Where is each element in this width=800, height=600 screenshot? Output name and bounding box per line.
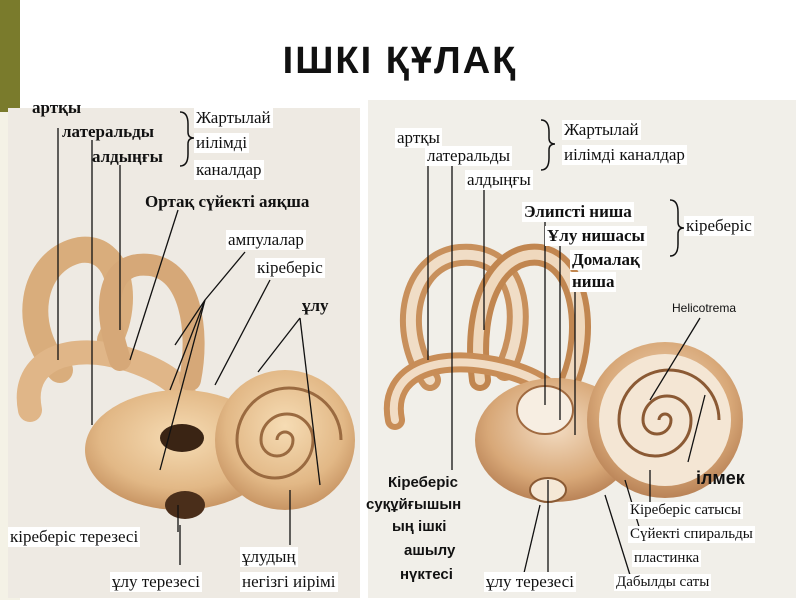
right-label-canals-2: иілімді каналдар <box>562 145 687 165</box>
right-label-hook: ілмек <box>696 468 745 488</box>
right-label-round-window: ұлу терезесі <box>484 572 576 592</box>
right-label-spherical-recess-2: ниша <box>570 272 617 292</box>
left-label-cochlea: ұлу <box>302 296 329 315</box>
left-oval-window <box>160 424 204 452</box>
right-label-spiral-lamina-2: пластинка <box>632 550 702 568</box>
left-label-cochlea-base-1: ұлудың <box>240 547 298 567</box>
right-label-cochlear-recess: Ұлу нишасы <box>545 226 647 246</box>
left-cochlea-spiral <box>235 386 343 480</box>
left-label-canals-1: Жартылай <box>194 108 273 128</box>
left-label-cochlea-base-2: негізгі иірімі <box>240 572 338 592</box>
left-label-ampullae: ампулалар <box>226 230 306 250</box>
slide-title: ІШКІ ҚҰЛАҚ <box>282 40 518 82</box>
right-label-spiral-lamina-1: Сүйекті спиральды <box>628 526 755 544</box>
right-label-vestibule: кіреберіс <box>684 216 754 236</box>
right-label-aqueduct-2: суқұйғышын <box>366 496 462 513</box>
right-label-scala-tympani: Дабылды саты <box>614 574 712 592</box>
right-label-aqueduct-1: Кіреберіс <box>388 474 458 491</box>
left-anterior-canal <box>99 253 205 391</box>
left-round-window <box>165 491 205 519</box>
left-label-common-crus: Ортақ сүйекті аяқша <box>145 192 310 211</box>
right-pointer-lines <box>427 150 706 591</box>
right-cochlea-spiral <box>617 368 721 458</box>
right-label-anterior: алдыңғы <box>465 170 533 190</box>
left-pointer-lines <box>57 128 321 565</box>
right-label-canals-1: Жартылай <box>562 120 641 140</box>
left-label-posterior: артқы <box>32 98 82 117</box>
right-label-spherical-recess-1: Домалақ <box>570 250 642 270</box>
right-label-aqueduct-4: ашылу <box>404 542 456 559</box>
left-label-canals-2: иілімді <box>194 133 250 153</box>
right-label-aqueduct-5: нүктесі <box>400 566 453 583</box>
sidebar-accent-bar <box>0 0 20 112</box>
right-label-posterior: артқы <box>395 128 442 148</box>
left-label-canals-3: каналдар <box>194 160 264 180</box>
left-label-oval-window: кіреберіс терезесі <box>8 527 141 547</box>
left-label-lateral: латеральды <box>62 122 154 141</box>
right-canals-brace <box>540 119 556 171</box>
right-label-elliptic-recess: Элипсті ниша <box>522 202 634 222</box>
right-label-scala-vestibuli: Кіреберіс сатысы <box>628 502 743 520</box>
right-label-aqueduct-3: ың ішкі <box>392 518 447 535</box>
right-label-lateral: латеральды <box>425 146 513 166</box>
left-label-round-window: ұлу терезесі <box>110 572 202 592</box>
right-label-helicotrema: Helicotrema <box>672 301 737 315</box>
left-label-vestibule: кіреберіс <box>255 258 325 278</box>
left-label-anterior: алдыңғы <box>92 147 163 166</box>
